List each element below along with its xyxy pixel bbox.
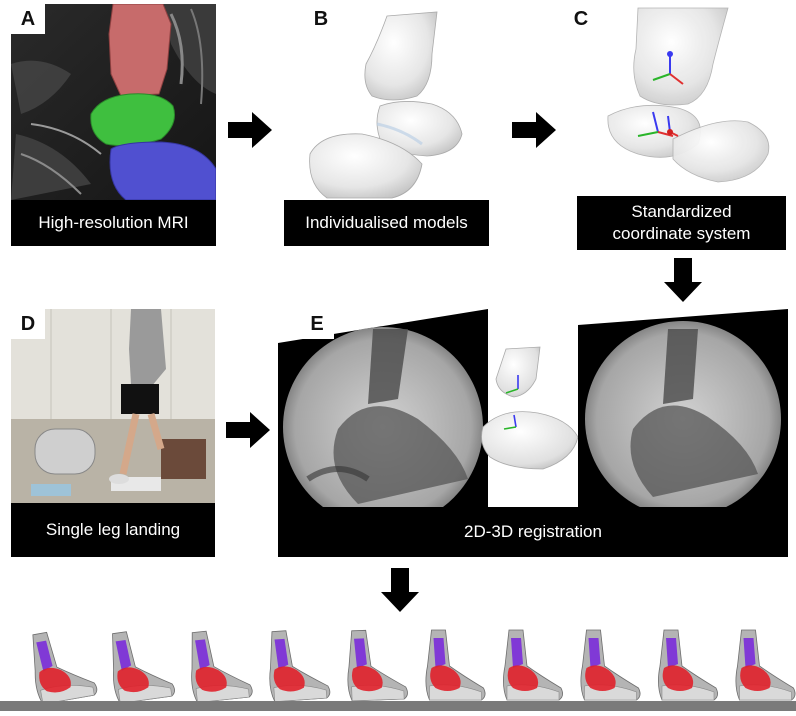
panel-e-registration: E	[278, 309, 788, 507]
down-arrow-icon	[664, 258, 702, 302]
caption-2d-3d-registration: 2D-3D registration	[278, 507, 788, 557]
right-arrow-icon	[512, 112, 556, 148]
landing-sequence-frames	[0, 629, 796, 711]
sequence-frame	[32, 631, 98, 705]
panel-letter-a: A	[11, 4, 45, 34]
landing-sequence	[0, 626, 796, 716]
down-arrow-icon	[381, 568, 419, 612]
sequence-frame	[503, 629, 563, 701]
caption-standardized-coordinate-system: Standardized coordinate system	[577, 196, 786, 250]
calcaneus-axes	[667, 115, 679, 137]
sequence-frame	[735, 629, 796, 701]
fluoroscopy-registration-render	[278, 309, 788, 507]
bone-model-render	[309, 11, 463, 199]
calcaneus-segment	[109, 141, 216, 200]
panel-letter-d: D	[11, 309, 45, 339]
sequence-frame	[191, 630, 253, 703]
talus-segment	[90, 93, 175, 147]
panel-letter-c: C	[564, 4, 598, 34]
tibia-segment	[108, 4, 172, 97]
right-arrow-icon	[226, 412, 270, 448]
caption-single-leg-landing: Single leg landing	[11, 503, 215, 557]
ground-plane	[0, 701, 796, 711]
caption-individualised-models: Individualised models	[284, 200, 489, 246]
right-arrow-icon	[228, 112, 272, 148]
sequence-frame	[269, 630, 331, 703]
mri-segmentation-image	[11, 4, 216, 200]
tibia-axes	[652, 51, 684, 85]
sequence-frame	[425, 629, 486, 701]
caption-high-resolution-mri: High-resolution MRI	[11, 200, 216, 246]
panel-a-mri-image: A	[11, 4, 216, 200]
landing-photo	[11, 309, 215, 503]
sequence-frame	[347, 629, 408, 702]
talus-axes	[637, 111, 674, 137]
panel-b-bone-models: B	[282, 4, 487, 200]
panel-letter-e: E	[300, 309, 334, 339]
coordinate-axes-render	[607, 7, 770, 183]
panel-c-coordinate-system: C	[564, 4, 788, 200]
sequence-frame	[658, 629, 718, 701]
sequence-frame	[112, 631, 175, 704]
panel-d-landing-photo: D	[11, 309, 215, 503]
panel-letter-b: B	[304, 4, 338, 34]
sequence-frame	[580, 629, 641, 701]
